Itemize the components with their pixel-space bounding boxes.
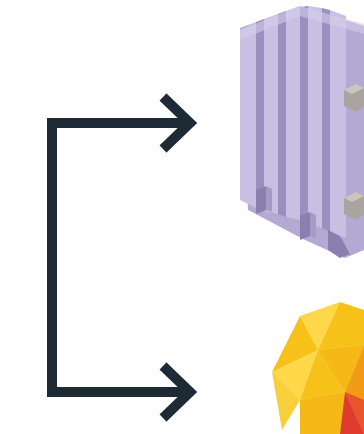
bracket-line: [52, 123, 190, 392]
flame-icon: [272, 302, 364, 434]
connector-bracket: [52, 123, 190, 392]
radiator-fins: [240, 6, 346, 238]
radiator-icon: [240, 6, 364, 258]
